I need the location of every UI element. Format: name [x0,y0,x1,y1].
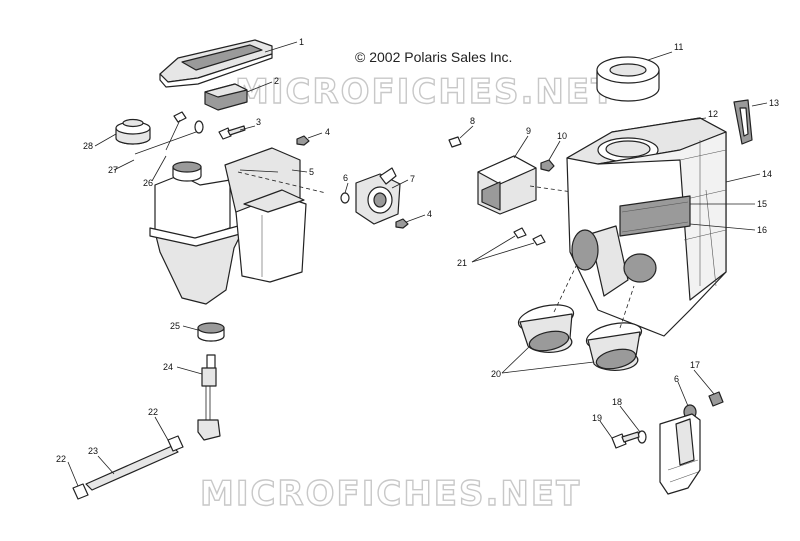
callout-24: 24 [163,362,173,372]
callout-25: 25 [170,321,180,331]
part-11-foam-ring [596,56,660,102]
watermark-top: MICROFICHES.NET [235,72,616,112]
callout-23: 23 [88,446,98,456]
part-13-clip [733,99,753,145]
callout-8: 8 [470,116,475,126]
callout-numbers: 1 2 3 4 4 5 6 6 7 8 9 10 11 12 13 14 15 … [56,37,779,464]
part-9-module [477,155,601,215]
copyright-notice: © 2002 Polaris Sales Inc. [355,49,512,65]
part-21-screw-upper [513,227,527,239]
callout-12: 12 [708,109,718,119]
callout-7: 7 [410,174,415,184]
callout-11: 11 [674,42,683,52]
part-8-screw [448,136,462,148]
callout-21: 21 [457,258,467,268]
callout-20: 20 [491,369,501,379]
callout-2: 2 [274,76,279,86]
callout-26: 26 [143,178,153,188]
callout-16: 16 [757,225,767,235]
watermark-bottom: MICROFICHES.NET [200,474,581,514]
part-6-gasket-left [340,192,350,204]
part-20-boot-left [517,261,579,353]
callout-6-right: 6 [674,374,679,384]
part-16-seal [621,221,689,233]
part-19-bolt [611,431,640,449]
callout-27: 27 [108,165,118,175]
callout-13: 13 [769,98,779,108]
callout-9: 9 [526,126,531,136]
callout-17: 17 [690,360,700,370]
part-26-bolt [165,111,187,151]
part-25-grommet [197,322,225,342]
callout-10: 10 [557,131,567,141]
callout-6-left: 6 [343,173,348,183]
part-22-clamp-left [72,483,89,500]
part-bracket-lower [659,413,701,495]
part-15-filter [621,201,689,213]
part-22-clamp-right [167,435,184,452]
callout-14: 14 [762,169,772,179]
part-4-nut-top [296,135,310,146]
part-20-boot-right [585,285,643,371]
part-1-lid [159,39,273,88]
part-7-oil-pump [355,167,401,225]
part-24-oil-level-sender [197,354,221,441]
leader-lines [67,41,768,487]
callout-28: 28 [83,141,93,151]
callout-18: 18 [612,397,622,407]
callout-1: 1 [299,37,304,47]
part-17-bolt [708,391,724,407]
callout-5: 5 [309,167,314,177]
part-5-oil-tank [149,147,327,305]
callout-22-right: 22 [148,407,158,417]
part-4-nut-bottom [395,218,409,229]
part-23-hose [85,445,179,491]
part-2-block [204,83,248,111]
callout-22-left: 22 [56,454,66,464]
part-3-screw [218,125,246,140]
part-10-nut [540,159,555,172]
part-21-screw-lower [532,234,546,246]
callout-15: 15 [757,199,767,209]
callout-4-top: 4 [325,127,330,137]
callout-4-bottom: 4 [427,209,432,219]
part-27-washer [134,120,204,155]
part-28-cap [115,118,151,145]
callout-3: 3 [256,117,261,127]
part-12-airbox [566,117,727,337]
part-14-bracket [705,189,717,287]
callout-19: 19 [592,413,602,423]
